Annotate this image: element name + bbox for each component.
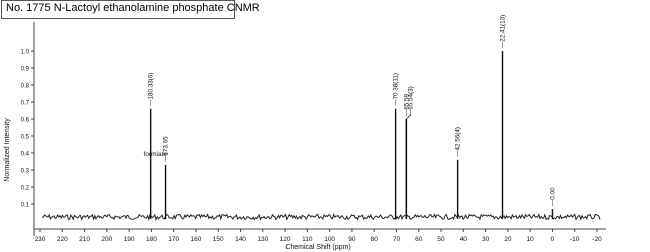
x-tick-label: 150 (213, 236, 224, 243)
y-tick-label: 0.5 (21, 135, 30, 141)
y-tick-label: 0.1 (21, 203, 30, 209)
peak-label: —65.54(3) (407, 86, 414, 116)
x-tick-label: 130 (257, 236, 268, 243)
x-tick-label: 50 (437, 236, 445, 243)
x-tick-label: 70 (393, 236, 401, 243)
x-tick-label: 30 (482, 236, 490, 243)
x-tick-label: 140 (235, 236, 246, 243)
x-axis-label: Chemical Shift (ppm) (285, 244, 350, 251)
x-tick-label: 90 (348, 236, 356, 243)
peak-label: —70.38(11) (393, 73, 400, 106)
x-tick-label: 230 (35, 236, 46, 243)
peak-label-leader (406, 114, 411, 120)
x-tick-label: -20 (592, 236, 602, 243)
peaks: —180.33(6) —173.65 —70.38(11)—65.59—65.54(… (144, 15, 556, 219)
x-tick-label: 120 (280, 236, 291, 243)
y-tick-label: 0.9 (21, 67, 30, 73)
x-tick-label: 160 (191, 236, 202, 243)
y-tick-label: 0.2 (21, 186, 30, 192)
x-tick-label: 80 (371, 236, 379, 243)
y-tick-label: 0.3 (21, 169, 30, 175)
y-ticks: 0.1 0.2 0.3 0.4 0.5 0.6 0.7 0.8 0.9 1.0 (21, 50, 34, 209)
x-tick-label: 40 (460, 236, 468, 243)
x-tick-label: 180 (146, 236, 157, 243)
baseline-noise (41, 213, 601, 222)
peak-label: —173.65 (163, 136, 170, 162)
x-tick-label: 0 (551, 236, 555, 243)
y-tick-label: 0.4 (21, 152, 30, 158)
x-tick-label: 10 (527, 236, 535, 243)
peak-label: —42.56(4) (455, 127, 462, 157)
x-tick-label: 20 (504, 236, 512, 243)
title-box: No. 1775 N-Lactoyl ethanolamine phosphat… (1, 0, 260, 19)
x-tick-label: 190 (124, 236, 135, 243)
x-tick-label: -10 (570, 236, 580, 243)
chart-title: No. 1775 N-Lactoyl ethanolamine phosphat… (6, 2, 260, 14)
y-tick-label: 0.8 (21, 84, 30, 90)
x-tick-label: 210 (79, 236, 90, 243)
x-tick-label: 170 (168, 236, 179, 243)
peak-label: —0.00 (549, 187, 556, 206)
x-tick-label: 220 (57, 236, 68, 243)
x-tick-label: 110 (302, 236, 313, 243)
annotation-formiate: formiate (144, 151, 168, 158)
peak-label: —65.59 (403, 93, 410, 116)
y-tick-label: 0.7 (21, 101, 30, 107)
y-tick-label: 0.6 (21, 118, 30, 124)
y-tick-label: 1.0 (21, 50, 30, 56)
peak-label: —22.41(13) (500, 15, 507, 48)
x-tick-label: 200 (101, 236, 112, 243)
x-tick-label: 100 (324, 236, 335, 243)
x-tick-label: 60 (415, 236, 423, 243)
y-axis-label: Normalized Intensity (4, 118, 11, 182)
peak-label: —180.33(6) (148, 73, 155, 106)
